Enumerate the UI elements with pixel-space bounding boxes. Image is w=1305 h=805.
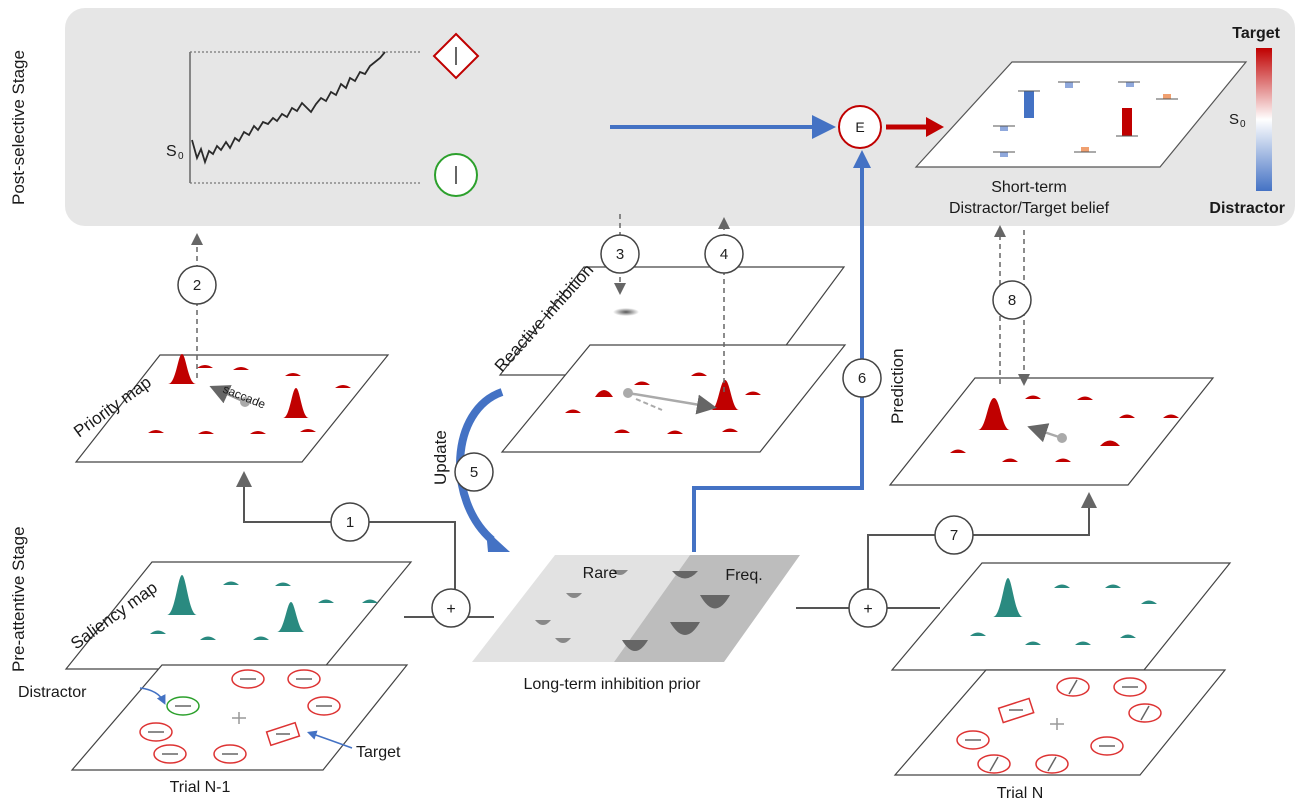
- trial-prev-label: Trial N-1: [170, 779, 231, 796]
- priority-map-plane: [74, 354, 390, 463]
- target-callout-arrow: [306, 730, 353, 749]
- svg-text:5: 5: [470, 464, 478, 481]
- pre-attentive-stage-label: Pre-attentive Stage: [9, 526, 28, 672]
- prediction-arrow-head: [853, 150, 871, 168]
- step-1-marker: 1: [330, 502, 370, 542]
- svg-text:4: 4: [720, 246, 728, 263]
- evidence-node: [838, 105, 882, 149]
- step-7-marker: 7: [934, 515, 974, 555]
- step-8-marker: 8: [992, 280, 1032, 320]
- distractor-circle-icon: [434, 153, 478, 197]
- short-term-label-line2: Distractor/Target belief: [949, 200, 1110, 217]
- s0-right-label: S: [1229, 111, 1239, 128]
- post-selective-stage-label: Post-selective Stage: [9, 50, 28, 205]
- prediction-blue-line: [692, 166, 864, 552]
- rare-label: Rare: [583, 565, 618, 582]
- svg-text:1: 1: [346, 514, 354, 531]
- step-4-marker: 4: [704, 234, 744, 274]
- step-6-marker: 6: [842, 358, 882, 398]
- left-plus-symbol: +: [446, 601, 455, 618]
- svg-text:3: 3: [616, 246, 624, 263]
- update-arrow-head: [486, 530, 510, 552]
- colorbar-distractor-label: Distractor: [1209, 200, 1285, 217]
- step-5-marker: 5: [454, 452, 494, 492]
- red-arrow-head: [926, 117, 944, 137]
- evidence-accumulation-plot: S 0: [166, 51, 420, 184]
- post-selective-panel: [65, 8, 1295, 226]
- prediction-label: Prediction: [888, 348, 907, 424]
- stimulus-plane-trial-next: [893, 669, 1227, 776]
- distractor-callout-arrow: [139, 687, 166, 705]
- colorbar-target-label: Target: [1232, 25, 1280, 42]
- right-priority-plane: [888, 377, 1215, 486]
- s0-left-subscript: 0: [178, 151, 184, 162]
- target-diamond-icon: [432, 32, 480, 80]
- s0-left-label: S: [166, 143, 177, 160]
- saliency-map-plane: [64, 561, 413, 670]
- step7-connector: [867, 492, 1097, 590]
- svg-text:8: 8: [1008, 292, 1016, 309]
- stimulus-plane-trial-prev: [70, 664, 409, 771]
- left-plus-node: [431, 588, 471, 628]
- right-plus-symbol: +: [863, 601, 872, 618]
- step-2-marker: 2: [177, 265, 217, 305]
- svg-text:6: 6: [858, 370, 866, 387]
- freq-label: Freq.: [725, 567, 762, 584]
- s0-right-subscript: 0: [1240, 119, 1246, 130]
- short-term-belief-plane: [914, 61, 1248, 168]
- distractor-callout-label: Distractor: [18, 684, 87, 701]
- trial-next-label: Trial N: [997, 785, 1044, 802]
- target-callout-label: Target: [356, 744, 401, 761]
- update-label: Update: [431, 430, 450, 485]
- svg-text:7: 7: [950, 527, 958, 544]
- middle-priority-plane: [500, 344, 847, 453]
- short-term-label-line1: Short-term: [991, 179, 1067, 196]
- step-3-marker: 3: [600, 234, 640, 274]
- long-term-prior-plane: [472, 555, 800, 662]
- evidence-label: E: [855, 119, 864, 135]
- belief-colorbar: [1256, 48, 1272, 191]
- svg-text:2: 2: [193, 277, 201, 294]
- right-saliency-plane: [890, 562, 1232, 671]
- long-term-prior-label: Long-term inhibition prior: [524, 676, 702, 693]
